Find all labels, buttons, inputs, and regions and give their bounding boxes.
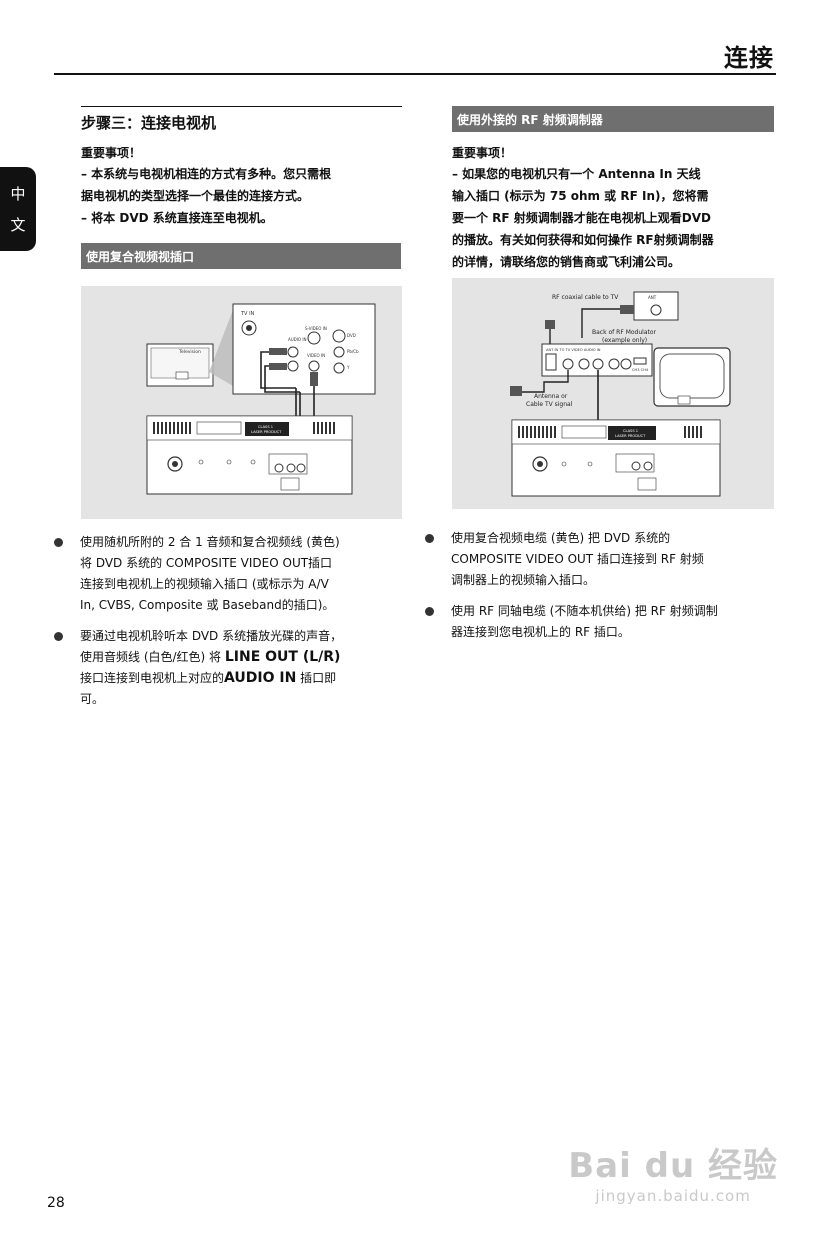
left-connection-diagram: Television TV IN AUDIO IN S-VIDEO IN VID…	[81, 286, 402, 519]
bullet-line: 连接到电视机上的视频输入插口 (或标示为 A/V	[80, 577, 329, 591]
important-line: 要一个 RF 射频调制器才能在电视机上观看DVD	[452, 211, 712, 225]
pbcb-label: Pb/Cb	[347, 349, 359, 354]
list-item: 使用随机所附的 2 合 1 音频和复合视频线 (黄色) 将 DVD 系统的 CO…	[54, 532, 403, 616]
class1-label: CLASS 1	[258, 425, 273, 429]
bullet-dot	[54, 632, 63, 641]
bullet-line: 将 DVD 系统的 COMPOSITE VIDEO OUT插口	[80, 556, 333, 570]
class1-label: CLASS 1	[623, 429, 638, 433]
bullet-line: 使用复合视频电缆 (黄色) 把 DVD 系统的	[451, 531, 671, 545]
rf-modulator-diagram-svg: RF coaxial cable to TV ANT Back of RF Mo…	[510, 291, 731, 497]
rf-modulator: Back of RF Modulator (example only) ANT …	[541, 329, 657, 377]
ant-label: ANT	[648, 295, 657, 300]
bullet-line: 可。	[80, 692, 105, 706]
header-rule	[54, 73, 776, 75]
tv-antenna-input: ANT	[620, 291, 679, 321]
example-only-label: (example only)	[602, 337, 647, 344]
language-tab: 中 文	[0, 167, 36, 251]
baidu-jingyan-watermark: Bai du 经验 jingyan.baidu.com	[568, 1138, 778, 1205]
watermark-url: jingyan.baidu.com	[595, 1187, 751, 1205]
page-header-title: 连接	[724, 44, 774, 72]
audio-in-label: AUDIO IN	[288, 337, 307, 342]
svideo-in-label: S-VIDEO IN	[305, 326, 327, 331]
bullet-line: 接口连接到电视机上对应的AUDIO IN 插口即	[80, 670, 337, 686]
important-line: 据电视机的类型选择一个最佳的连接方式。	[81, 189, 310, 203]
television-illustration: Television	[146, 343, 214, 387]
rf-cable-label: RF coaxial cable to TV	[552, 294, 619, 301]
antenna-signal-label-2: Cable TV signal	[526, 401, 573, 408]
audio-in-emphasis: AUDIO IN	[224, 670, 297, 686]
left-top-rule	[81, 106, 402, 107]
left-heading: 步骤三：连接电视机	[81, 114, 217, 132]
video-in-label: VIDEO IN	[307, 353, 325, 358]
bullet-line: 要通过电视机聆听本 DVD 系统播放光碟的声音，	[80, 629, 343, 643]
language-tab-char: 中	[10, 185, 26, 203]
line-out-label: LINE OUT (L/R)	[224, 649, 341, 665]
dvd-label: DVD	[347, 333, 356, 338]
important-line: – 将本 DVD 系统直接连至电视机。	[81, 211, 273, 225]
y-label: Y	[346, 365, 350, 370]
bullet-line: 使用音频线 (白色/红色) 将 LINE OUT (L/R)	[80, 649, 341, 665]
tv-in-label: TV IN	[240, 311, 255, 317]
important-line: – 本系统与电视机相连的方式有多种。您只需根	[81, 167, 332, 181]
list-item: 使用 RF 同轴电缆 (不随本机供给) 把 RF 射频调制 器连接到您电视机上的…	[425, 601, 777, 643]
page-number: 28	[47, 1195, 65, 1211]
laser-product-label: LASER PRODUCT	[615, 434, 646, 438]
channel-label: CH3 CH4	[632, 368, 649, 372]
right-bullet-list: 使用复合视频电缆 (黄色) 把 DVD 系统的 COMPOSITE VIDEO …	[425, 528, 777, 653]
laser-product-label: LASER PRODUCT	[251, 430, 282, 434]
right-important-note: 重要事项！ – 如果您的电视机只有一个 Antenna In 天线 输入插口 (…	[452, 144, 776, 273]
important-line: – 如果您的电视机只有一个 Antenna In 天线	[452, 167, 701, 181]
dvd-system-back-panel: CLASS 1 LASER PRODUCT	[146, 415, 353, 495]
important-title: 重要事项！	[452, 146, 513, 160]
bullet-dot	[425, 534, 434, 543]
watermark-logo-text: Bai du 经验	[568, 1146, 778, 1186]
bullet-dot	[425, 607, 434, 616]
dvd-system-back-panel: CLASS 1 LASER PRODUCT	[511, 419, 721, 497]
left-section-bar: 使用复合视频视插口	[81, 243, 401, 269]
bullet-line: 调制器上的视频输入插口。	[451, 573, 596, 587]
bullet-line: 使用 RF 同轴电缆 (不随本机供给) 把 RF 射频调制	[451, 604, 718, 618]
bullet-dot	[54, 538, 63, 547]
right-connection-diagram: RF coaxial cable to TV ANT Back of RF Mo…	[452, 278, 774, 509]
bullet-line: COMPOSITE VIDEO OUT 插口连接到 RF 射频	[451, 552, 704, 566]
important-title: 重要事项！	[81, 146, 142, 160]
language-tab-char: 文	[10, 216, 26, 234]
important-line: 的播放。有关如何获得和如何操作 RF射频调制器	[452, 233, 714, 247]
bullet-line: In, CVBS, Composite 或 Baseband的插口)。	[80, 598, 335, 612]
television-illustration	[653, 347, 731, 407]
right-section-bar: 使用外接的 RF 射频调制器	[452, 106, 774, 132]
bullet-line: 使用随机所附的 2 合 1 音频和复合视频线 (黄色)	[80, 535, 340, 549]
back-of-modulator-label: Back of RF Modulator	[592, 329, 657, 336]
antenna-signal-label-1: Antenna or	[534, 393, 568, 400]
bullet-line: 器连接到您电视机上的 RF 插口。	[451, 625, 630, 639]
modulator-ports-label: ANT IN TO TV VIDEO AUDIO IN	[546, 348, 601, 352]
left-bullet-list: 使用随机所附的 2 合 1 音频和复合视频线 (黄色) 将 DVD 系统的 CO…	[54, 532, 403, 720]
tv-jack-panel: TV IN AUDIO IN S-VIDEO IN VIDEO IN DVD P…	[232, 303, 376, 395]
list-item: 使用复合视频电缆 (黄色) 把 DVD 系统的 COMPOSITE VIDEO …	[425, 528, 777, 591]
important-line: 输入插口 (标示为 75 ohm 或 RF In)，您将需	[452, 189, 709, 203]
composite-video-diagram-svg: Television TV IN AUDIO IN S-VIDEO IN VID…	[146, 303, 376, 495]
important-line: 的详情，请联络您的销售商或飞利浦公司。	[452, 255, 681, 269]
left-important-note: 重要事项！ – 本系统与电视机相连的方式有多种。您只需根 据电视机的类型选择一个…	[81, 144, 403, 229]
television-label: Television	[178, 349, 201, 355]
list-item: 要通过电视机聆听本 DVD 系统播放光碟的声音， 使用音频线 (白色/红色) 将…	[54, 626, 403, 710]
